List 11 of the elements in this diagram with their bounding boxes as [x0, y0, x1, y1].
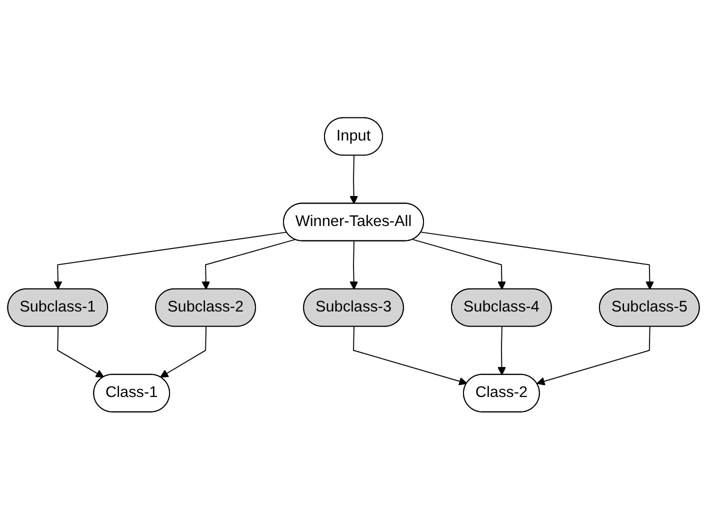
arrow — [536, 326, 650, 386]
arrow — [420, 232, 654, 290]
arrow — [350, 240, 358, 290]
arrow — [54, 232, 288, 290]
arrow — [353, 326, 468, 386]
arrow — [57, 326, 104, 378]
arrow — [160, 326, 207, 378]
arrow — [498, 326, 506, 376]
arrow — [412, 239, 506, 290]
arrow — [202, 239, 296, 290]
arrow — [350, 155, 358, 204]
